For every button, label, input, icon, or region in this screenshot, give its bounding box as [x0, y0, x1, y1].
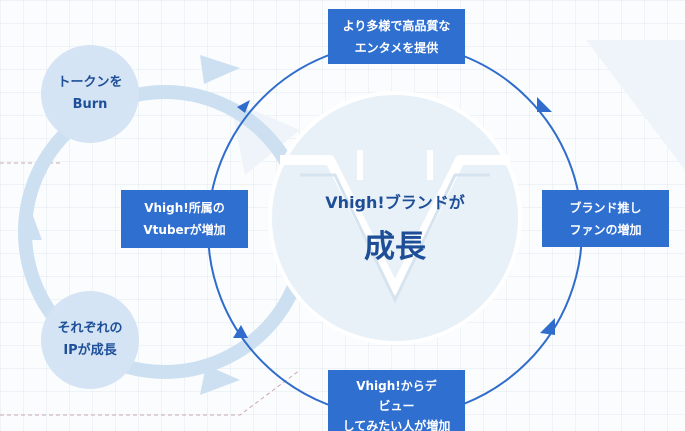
box-bottom-line2: ビュー	[378, 399, 415, 413]
outer-loop-arrow-icon	[200, 365, 240, 395]
box-left-line2: Vtuberが増加	[143, 223, 226, 237]
box-right-fans: ブランド推し ファンの増加	[542, 190, 669, 247]
box-left-line1: Vhigh!所属の	[144, 201, 225, 215]
outer-loop-arrow-icon	[18, 208, 42, 240]
box-top-entertainment: より多様で高品質な エンタメを提供	[328, 9, 465, 64]
v-logo-watermark-detail	[357, 150, 433, 180]
ring-arrow-icon	[540, 318, 555, 335]
box-left-vtubers: Vhigh!所属の Vtuberが増加	[121, 190, 248, 248]
ring-arrow-icon	[537, 97, 552, 112]
dashed-guide	[0, 369, 301, 416]
bubble-lower-line2: IPが成長	[63, 343, 117, 358]
box-bottom-line1: Vhigh!からデ	[356, 379, 437, 393]
bubble-lower-line1: それぞれの	[57, 321, 123, 336]
box-bottom-debut: Vhigh!からデ ビュー してみたい人が増加	[328, 370, 465, 431]
outer-loop-arrow-icon	[200, 55, 240, 84]
decor-triangle	[586, 40, 685, 170]
box-top-line2: エンタメを提供	[354, 40, 439, 55]
box-top-line1: より多様で高品質な	[342, 18, 451, 33]
box-right-line2: ファンの増加	[569, 222, 642, 237]
center-title: 成長	[364, 229, 426, 265]
bubble-token-burn: トークンを Burn	[41, 45, 139, 143]
v-logo-watermark-inner	[300, 173, 490, 304]
bubble-upper-line2: Burn	[72, 97, 108, 112]
ring-arrow-icon	[237, 100, 250, 113]
bubble-ip-growth: それぞれの IPが成長	[41, 291, 139, 389]
box-right-line1: ブランド推し	[569, 200, 642, 215]
center-subtitle: Vhigh!ブランドが	[325, 193, 465, 212]
center-disk	[268, 91, 522, 345]
v-logo-watermark	[280, 155, 510, 295]
bubble-upper-line1: トークンを	[57, 75, 123, 90]
center-label: Vhigh!ブランドが 成長	[275, 135, 515, 295]
ring-arrow-icon	[233, 325, 248, 338]
box-bottom-line3: してみたい人が増加	[342, 419, 451, 431]
